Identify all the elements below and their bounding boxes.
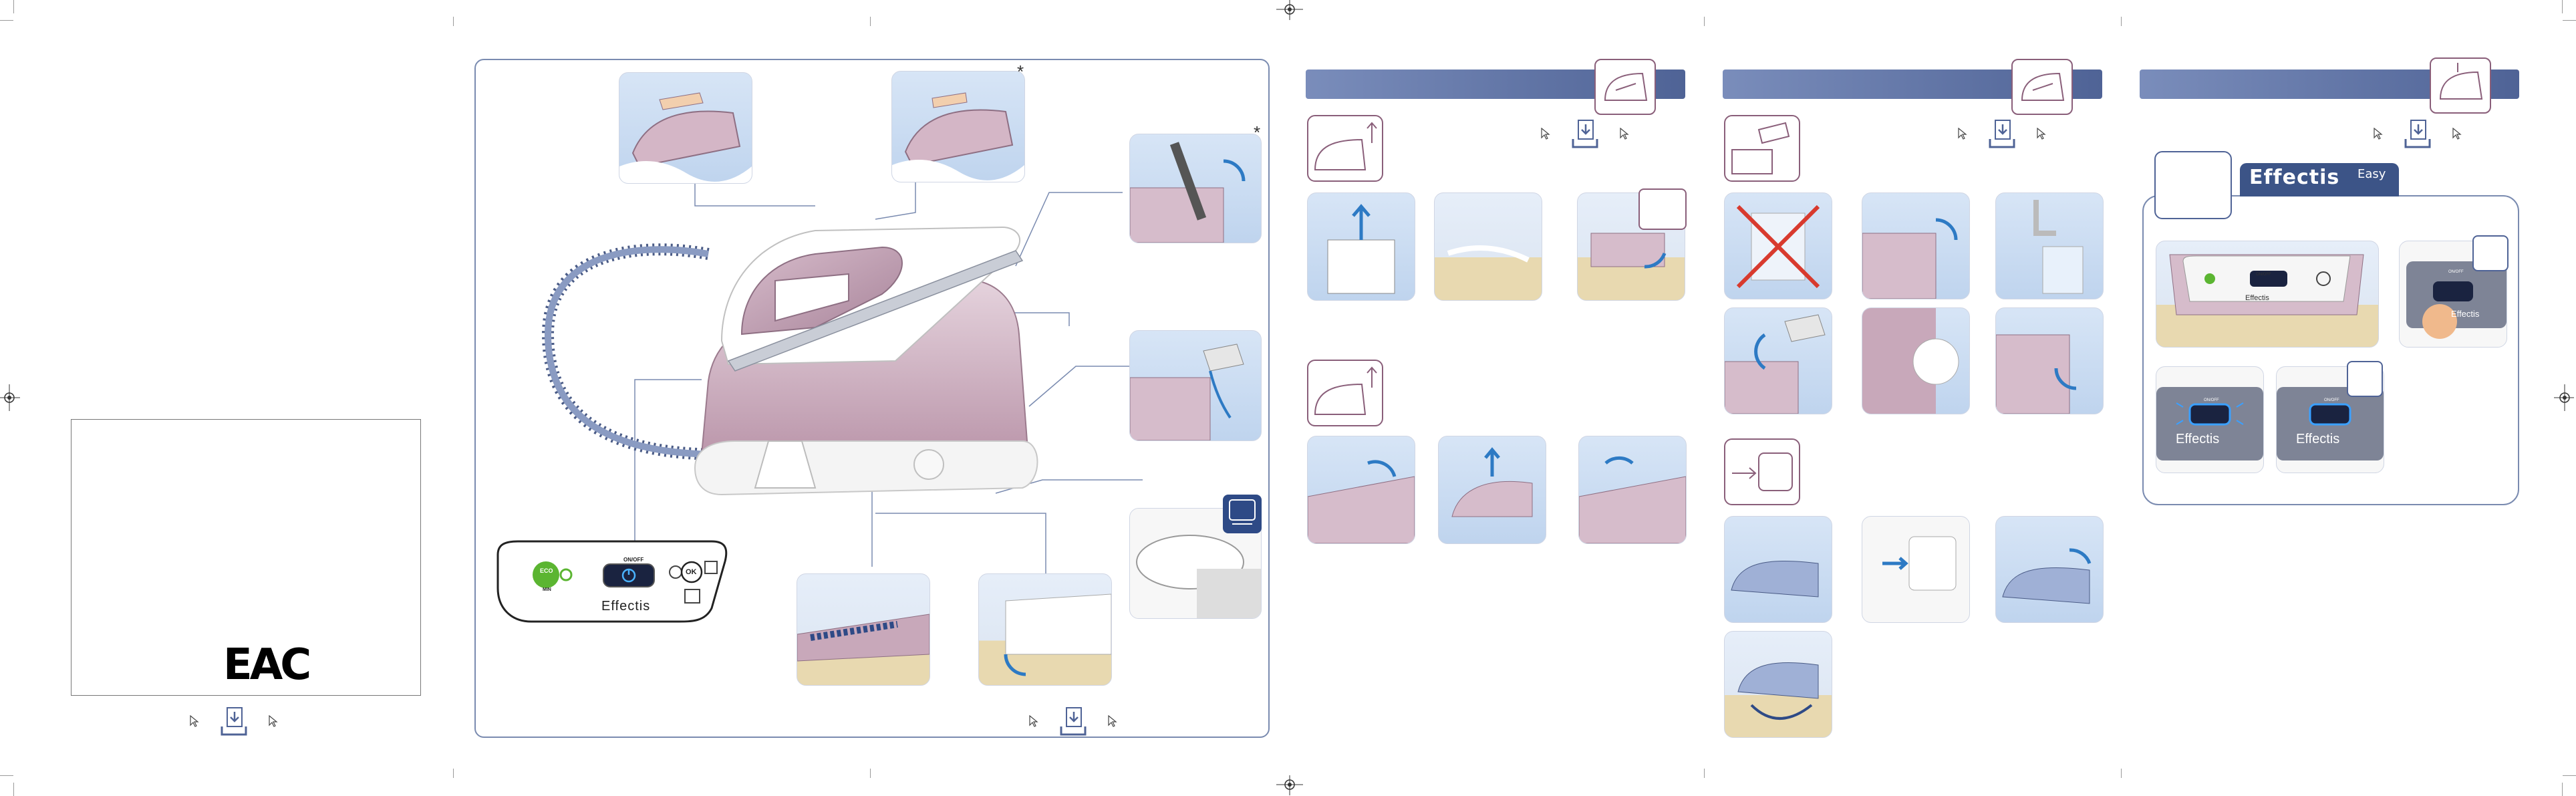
iron-header-icon [1594, 59, 1656, 115]
page-nav [190, 706, 278, 736]
asterisk-note: * [1017, 61, 1024, 82]
fill-step-icon [1724, 115, 1800, 182]
download-document-icon[interactable] [221, 706, 247, 736]
certification-box [71, 419, 421, 696]
cursor-arrow-icon[interactable] [1958, 128, 1967, 140]
download-document-icon[interactable] [1572, 119, 1598, 148]
registration-mark-bottom [1276, 775, 1303, 795]
illustration-wall-socket [1862, 516, 1970, 623]
download-document-icon[interactable] [1989, 119, 2015, 148]
illustration-no-tap-water [1724, 192, 1832, 299]
cursor-arrow-icon[interactable] [1029, 715, 1038, 727]
unpack-step-icon [1307, 115, 1383, 182]
iron-header-icon [2011, 59, 2073, 115]
control-panel-min-label: MIN [543, 587, 551, 592]
illustration-cord-release [978, 573, 1112, 686]
asterisk-note: * [1254, 122, 1261, 142]
steady-brand: Effectis [2296, 432, 2340, 446]
illustration-remove-label [1577, 192, 1685, 301]
illustration-onoff-blinking [2156, 366, 2264, 473]
crop-mark [2562, 0, 2563, 13]
brand-tab-suffix: Easy [2357, 167, 2386, 181]
page-nav [1029, 706, 1117, 736]
illustration-ready [1724, 631, 1832, 738]
blinking-onoff-label: ON/OFF [2204, 398, 2219, 402]
page-nav [2374, 119, 2462, 148]
iron-header-icon [2430, 57, 2491, 114]
crop-mark [13, 0, 14, 13]
registration-mark-left [0, 384, 20, 411]
fold-mark [1704, 17, 1705, 26]
crop-mark [13, 783, 14, 796]
control-panel-illustration [496, 540, 728, 623]
descale-icon [1223, 495, 1262, 533]
press-onoff-brand: Effectis [2451, 309, 2480, 319]
press-onoff-label: ON/OFF [2448, 270, 2464, 274]
blinking-brand: Effectis [2176, 432, 2220, 446]
fold-mark [870, 17, 871, 26]
crop-mark [2562, 783, 2563, 796]
page-nav [1541, 119, 1629, 148]
illustration-pour-water [1724, 307, 1832, 414]
cursor-arrow-icon[interactable] [269, 715, 278, 727]
fold-mark [453, 769, 454, 778]
cursor-arrow-icon[interactable] [2452, 128, 2462, 140]
page-nav [1958, 119, 2046, 148]
cursor-arrow-icon[interactable] [1541, 128, 1550, 140]
steady-onoff-label: ON/OFF [2324, 398, 2339, 402]
illustration-max-level [1862, 307, 1970, 414]
illustration-open-tank [1862, 192, 1970, 299]
illustration-place-iron [1578, 436, 1687, 544]
illustration-unpack-box [1307, 192, 1415, 301]
brand-tab-name: Effectis [2249, 166, 2340, 189]
illustration-tap [1995, 192, 2104, 299]
panel-overview-brand: Effectis [2245, 294, 2269, 302]
control-panel-ok-label: OK [686, 568, 697, 576]
step-inset-box [2472, 235, 2509, 271]
brand-tab [2240, 163, 2399, 196]
illustration-lock-handle [1129, 134, 1262, 243]
fold-mark [2121, 17, 2122, 26]
cursor-arrow-icon[interactable] [1108, 715, 1117, 727]
cursor-arrow-icon[interactable] [1620, 128, 1629, 140]
label-inset [1638, 188, 1687, 230]
download-document-icon[interactable] [1060, 706, 1087, 736]
step-inset-box [2347, 361, 2383, 397]
fold-mark [870, 769, 871, 778]
crop-mark [0, 775, 13, 776]
illustration-press-onoff [2399, 241, 2507, 348]
fold-mark [2121, 769, 2122, 778]
cursor-arrow-icon[interactable] [190, 715, 199, 727]
illustration-panel-overview [2156, 241, 2379, 348]
illustration-release-lock [1307, 436, 1415, 544]
fold-mark [1704, 769, 1705, 778]
panel-overview-onoff: ON/OFF [2256, 273, 2271, 277]
illustration-steam-lock [891, 71, 1025, 182]
control-panel-onoff-label: ON/OFF [623, 557, 644, 563]
illustration-cord-storage [797, 573, 930, 686]
illustration-lay-cord [1995, 516, 2104, 623]
registration-mark-right [2554, 384, 2574, 411]
cursor-arrow-icon[interactable] [2374, 128, 2383, 140]
illustration-lift-iron [1438, 436, 1546, 544]
illustration-close-tank [1995, 307, 2104, 414]
illustration-steam-trigger [619, 72, 752, 184]
crop-mark [0, 20, 13, 21]
control-panel-eco-label: ECO [540, 567, 553, 574]
eac-mark: EAC [223, 640, 311, 690]
registration-mark-top [1276, 0, 1303, 20]
illustration-fill-water [1129, 330, 1262, 441]
illustration-cord [1434, 192, 1542, 301]
fold-mark [453, 17, 454, 26]
illustration-unwind-cord [1724, 516, 1832, 623]
steam-generator-illustration [541, 226, 1038, 496]
download-document-icon[interactable] [2404, 119, 2431, 148]
lock-step-icon [1307, 360, 1383, 426]
crop-mark [2563, 20, 2576, 21]
step-number-box [2154, 151, 2232, 219]
plug-step-icon [1724, 438, 1800, 505]
crop-mark [2563, 775, 2576, 776]
control-panel-brand: Effectis [601, 599, 651, 614]
cursor-arrow-icon[interactable] [2037, 128, 2046, 140]
